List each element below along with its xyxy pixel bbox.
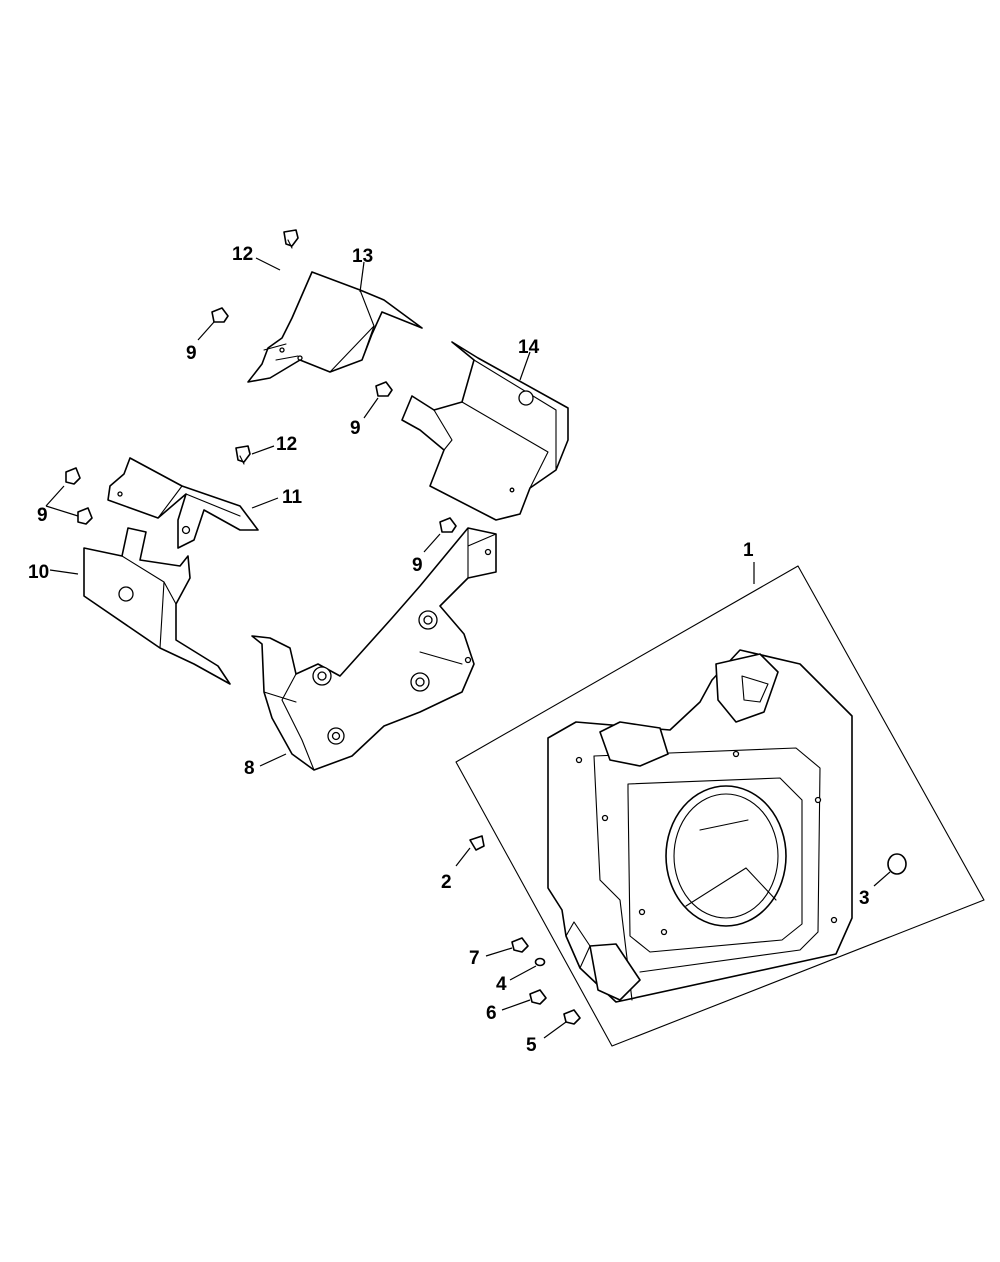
part-9-screw-d [439,517,457,533]
callout-6: 6 [486,1003,497,1024]
part-7-screw [511,937,529,953]
callout-5: 5 [526,1035,537,1056]
part-9-screw-c [65,467,93,525]
callout-2: 2 [441,872,452,893]
part-3-plug [887,853,907,875]
callout-10: 10 [28,562,49,583]
part-12-screw-middle [235,445,251,465]
part-9-screw-b [375,381,393,397]
callout-labels: 1 2 3 4 5 6 7 8 9 9 9 9 10 11 12 12 13 1… [28,244,870,1056]
part-5-screw [563,1009,581,1025]
callout-4: 4 [496,974,507,995]
callout-8: 8 [244,758,255,779]
callout-9-d: 9 [412,555,423,576]
callout-1: 1 [743,540,754,561]
part-8-baffle [251,527,497,771]
callout-9-c: 9 [37,505,48,526]
part-1-blower-housing [455,565,985,1047]
callout-9-a: 9 [186,343,197,364]
part-12-screw-top [283,229,299,249]
part-2-fastener [469,835,485,851]
part-13-baffle [247,271,423,383]
callout-14: 14 [518,337,540,358]
part-11-bracket [107,457,259,549]
callout-13: 13 [352,246,373,267]
part-4-washer [534,957,546,967]
part-9-screw-a [211,307,229,323]
leader-lines [45,257,891,1039]
part-6-screw [529,989,547,1005]
callout-11: 11 [282,487,303,508]
callout-3: 3 [859,888,870,909]
part-10-baffle [83,527,231,685]
part-14-baffle [401,341,569,521]
callout-12-a: 12 [232,244,253,265]
callout-9-b: 9 [350,418,361,439]
callout-7: 7 [469,948,480,969]
callout-12-b: 12 [276,434,297,455]
